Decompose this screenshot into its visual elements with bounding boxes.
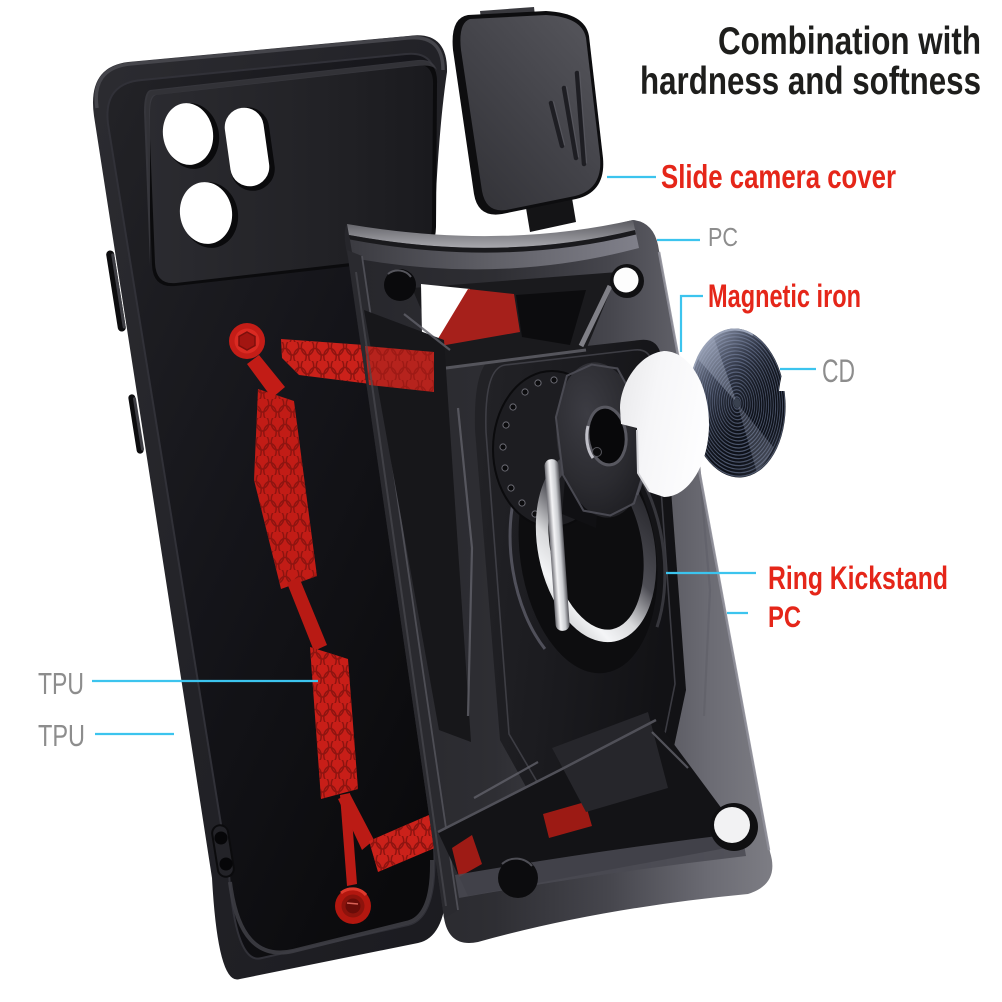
svg-text:PC: PC	[768, 601, 801, 634]
svg-text:hardness and softness: hardness and softness	[640, 60, 981, 103]
svg-text:CD: CD	[822, 353, 855, 389]
svg-text:Ring Kickstand: Ring Kickstand	[768, 560, 948, 596]
svg-text:Combination with: Combination with	[718, 20, 981, 63]
svg-text:TPU: TPU	[38, 718, 85, 753]
svg-text:TPU: TPU	[38, 666, 84, 701]
svg-text:Magnetic iron: Magnetic iron	[708, 278, 861, 314]
svg-text:PC: PC	[708, 222, 738, 252]
svg-text:Slide camera cover: Slide camera cover	[661, 158, 896, 195]
